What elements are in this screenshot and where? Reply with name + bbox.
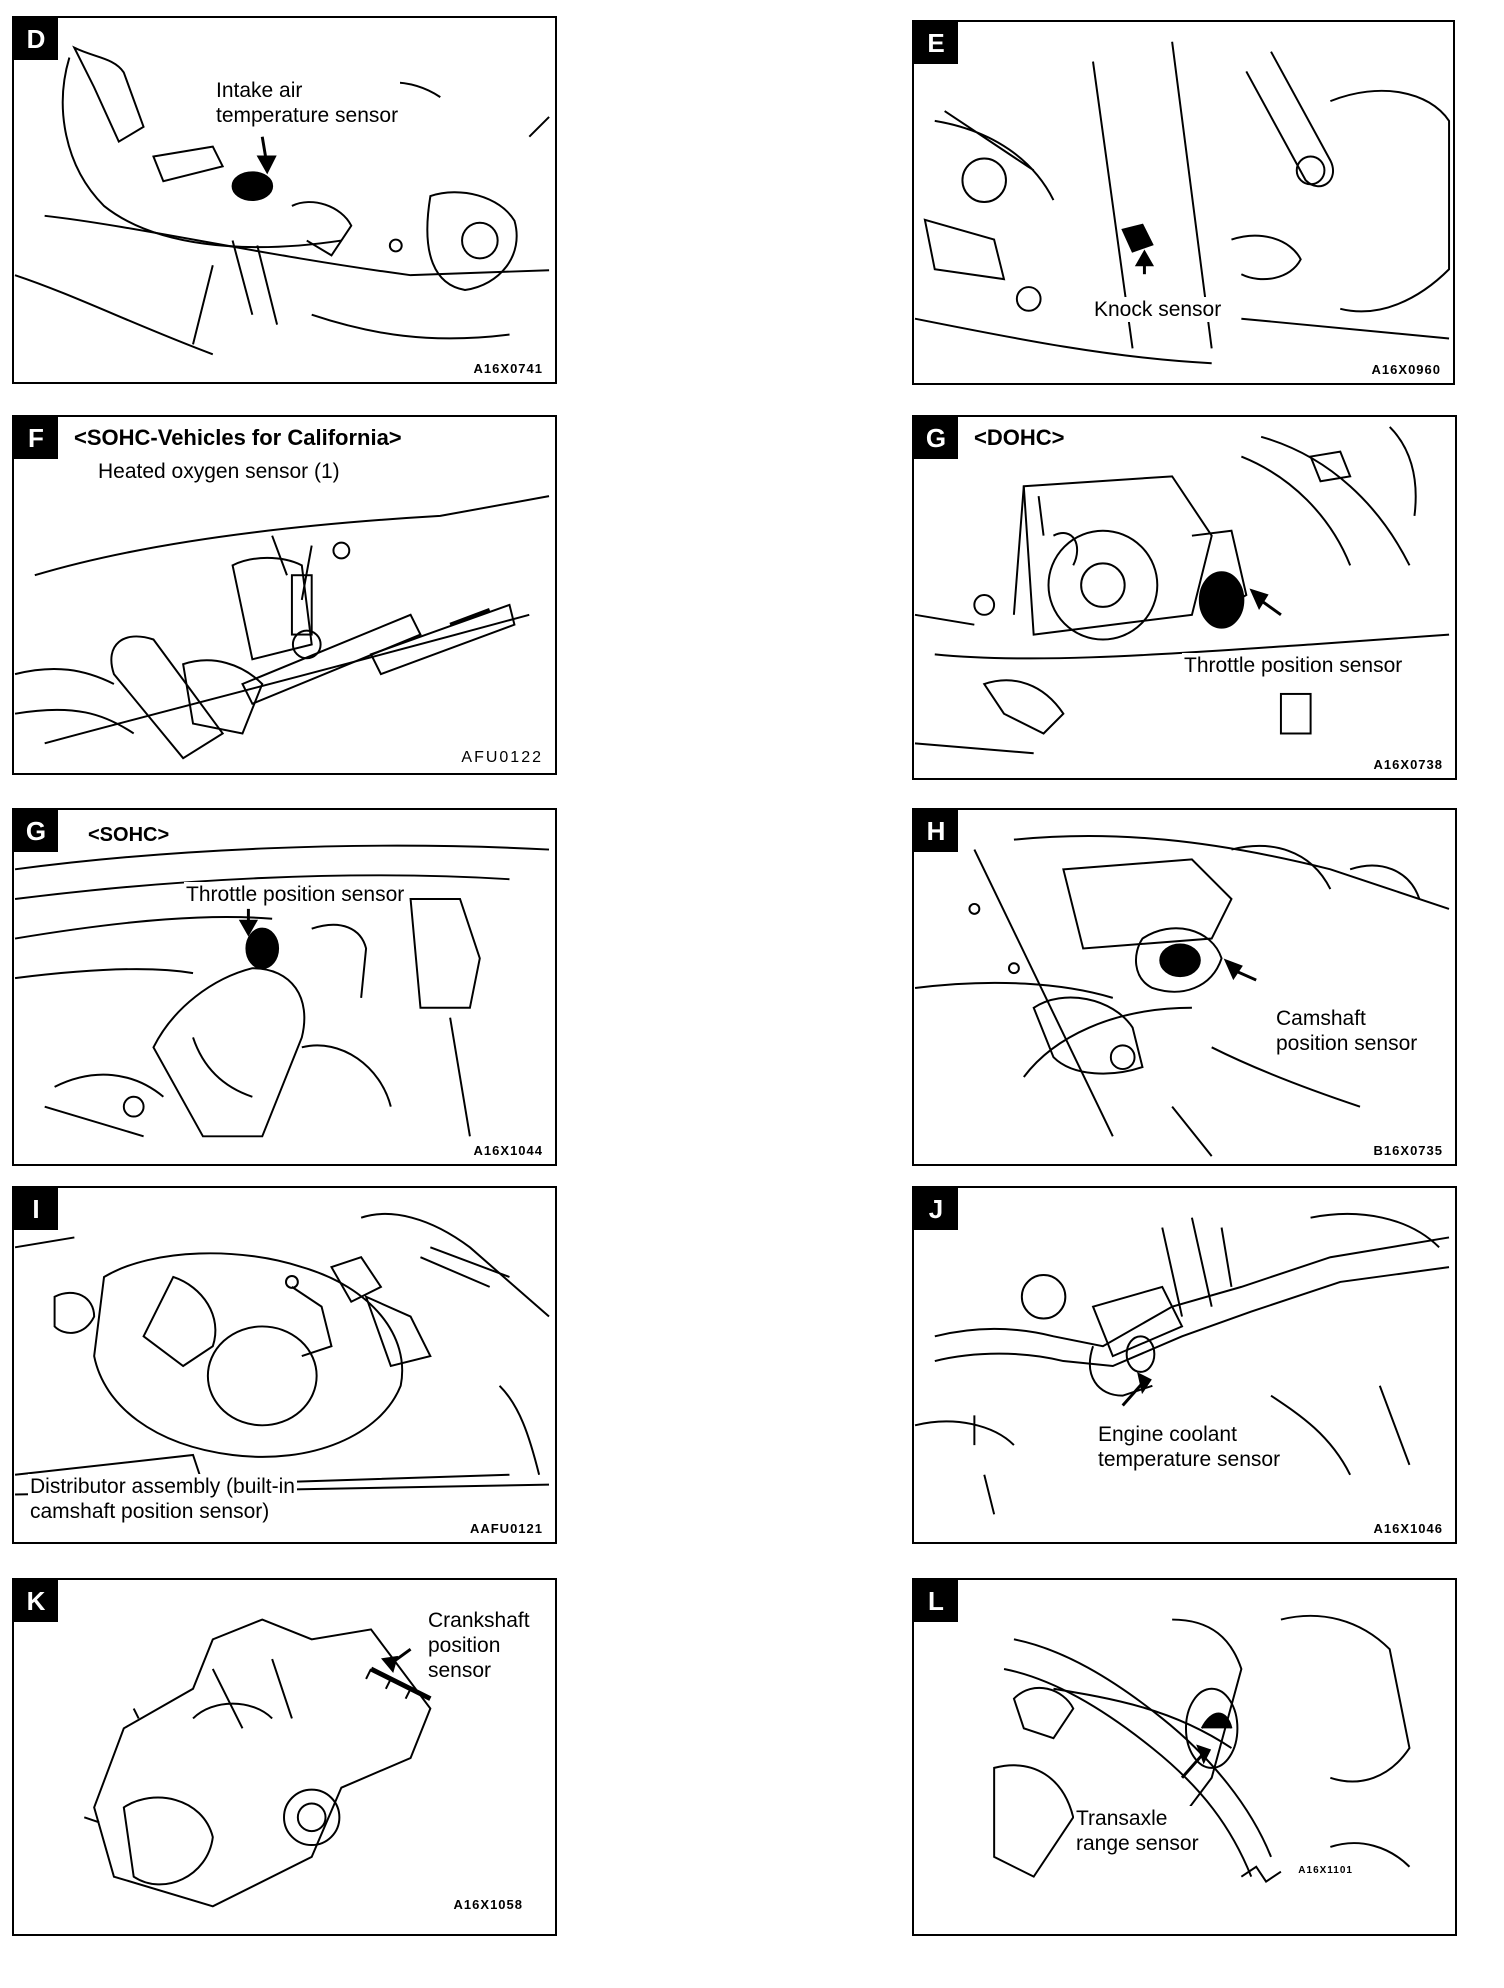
figure-code: A16X1101 xyxy=(1296,1865,1355,1876)
knock-sensor-label: Knock sensor xyxy=(1092,297,1224,322)
transaxle-range-sensor-illustration xyxy=(993,1614,1411,1883)
engine-coolant-temperature-sensor-label: Engine coolant temperature sensor xyxy=(1096,1422,1283,1472)
heated-oxygen-sensor-label: Heated oxygen sensor (1) xyxy=(96,459,342,484)
panel-heading: <SOHC-Vehicles for California> xyxy=(72,425,404,451)
panel-letter: L xyxy=(914,1580,958,1622)
figure-code: AAFU0121 xyxy=(467,1521,545,1536)
camshaft-position-sensor-label: Camshaft position sensor xyxy=(1274,1006,1420,1056)
throttle-position-sensor-dohc-illustration xyxy=(914,426,1450,755)
figure-code: A16X0738 xyxy=(1371,757,1445,772)
panel-letter: H xyxy=(914,810,958,852)
panel-d: D Intake air temperature sensor A16X0741 xyxy=(12,16,557,384)
panel-l: L Transaxle range sensor A16X1101 xyxy=(912,1578,1457,1936)
panel-e: E Knock sensor A16X0960 xyxy=(912,20,1455,385)
distributor-assembly-illustration xyxy=(14,1212,550,1496)
panel-h: H Camshaft position sensor B16X0735 xyxy=(912,808,1457,1166)
panel-letter: G xyxy=(914,417,958,459)
crankshaft-position-sensor-label: Crankshaft position sensor xyxy=(426,1608,532,1683)
figure-code: A16X0741 xyxy=(471,361,545,376)
panel-heading: <SOHC> xyxy=(86,822,172,848)
panel-i: I Distributor assembly (built-in camshaf… xyxy=(12,1186,557,1544)
figure-code: A16X1044 xyxy=(471,1143,545,1158)
panel-g-sohc: G <SOHC> Throttle position sensor A16X10… xyxy=(12,808,557,1166)
knock-sensor-illustration xyxy=(914,41,1451,365)
panel-letter: F xyxy=(14,417,58,459)
panel-k: K Crankshaft position sensor A16X1058 xyxy=(12,1578,557,1936)
intake-air-temperature-sensor-label: Intake air temperature sensor xyxy=(214,78,401,128)
engine-coolant-temperature-sensor-illustration xyxy=(914,1212,1450,1515)
throttle-position-sensor-label: Throttle position sensor xyxy=(184,882,407,907)
panel-letter: D xyxy=(14,18,58,60)
figure-code: A16X1058 xyxy=(451,1897,525,1912)
intake-air-temperature-sensor-illustration xyxy=(14,45,550,356)
camshaft-position-sensor-illustration xyxy=(914,835,1450,1157)
panel-letter: J xyxy=(914,1188,958,1230)
panel-heading: <DOHC> xyxy=(972,425,1067,451)
heated-oxygen-sensor-illustration xyxy=(14,495,550,760)
panel-letter: G xyxy=(14,810,58,852)
panel-f: F <SOHC-Vehicles for California> Heated … xyxy=(12,415,557,775)
figure-code: A16X1046 xyxy=(1371,1521,1445,1536)
throttle-position-sensor-label: Throttle position sensor xyxy=(1182,653,1405,678)
throttle-position-sensor-sohc-illustration xyxy=(14,844,550,1138)
panel-g-dohc: G <DOHC> Throttle position sensor A16X07… xyxy=(912,415,1457,780)
figure-code: A16X0960 xyxy=(1369,362,1443,377)
distributor-assembly-label: Distributor assembly (built-in camshaft … xyxy=(28,1474,297,1524)
figure-code: B16X0735 xyxy=(1371,1143,1445,1158)
panel-j: J Engine coolant temperature sensor A16X… xyxy=(912,1186,1457,1544)
panel-letter: K xyxy=(14,1580,58,1622)
panel-letter: I xyxy=(14,1188,58,1230)
crankshaft-position-sensor-illustration xyxy=(83,1618,432,1908)
transaxle-range-sensor-label: Transaxle range sensor xyxy=(1074,1806,1201,1856)
panel-letter: E xyxy=(914,22,958,64)
figure-code: AFU0122 xyxy=(459,749,545,767)
